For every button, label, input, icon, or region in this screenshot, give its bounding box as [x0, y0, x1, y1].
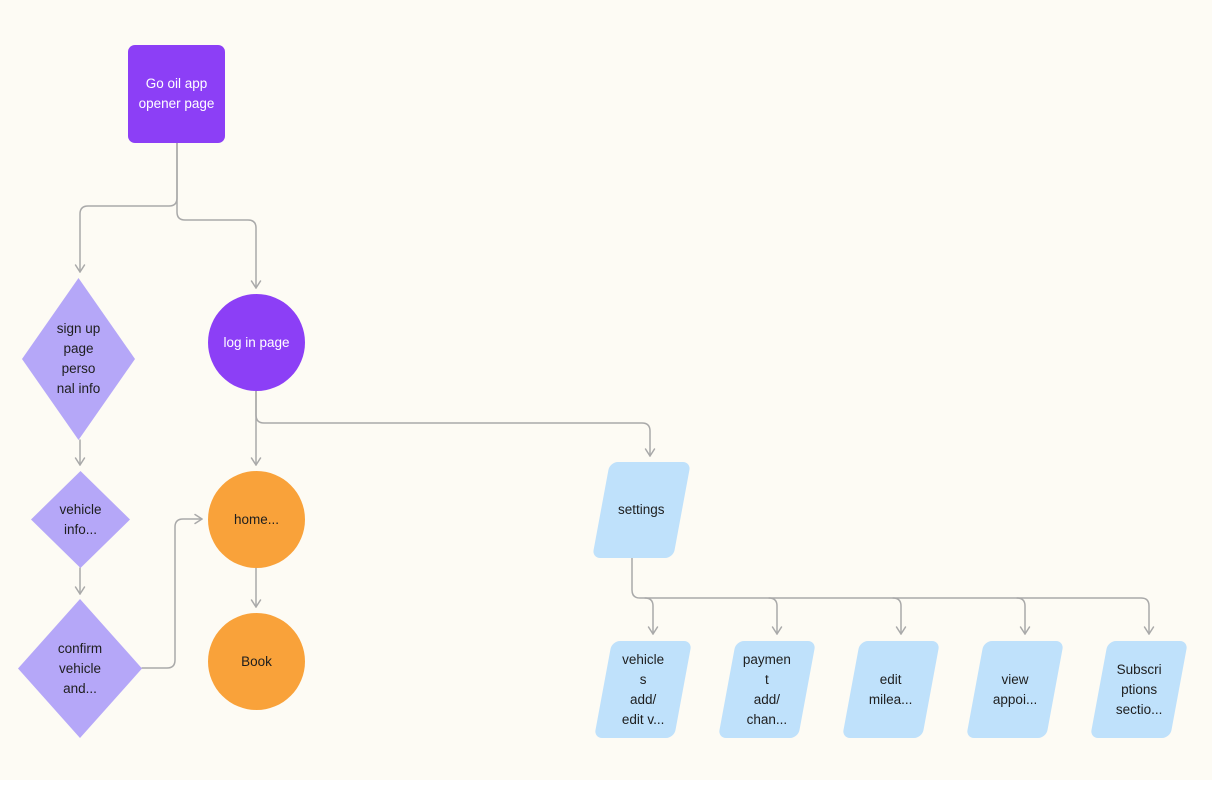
- node-book[interactable]: Book: [208, 613, 305, 710]
- node-label: settings: [618, 502, 665, 517]
- node-label: log in page: [223, 334, 290, 350]
- node-label: sign up page perso nal info: [56, 321, 101, 396]
- connector-settings-editmileage[interactable]: [892, 597, 907, 635]
- node-home[interactable]: home...: [208, 471, 305, 568]
- connector-settings-subscriptions[interactable]: [631, 557, 1155, 635]
- connector-confirm-home[interactable]: [141, 513, 203, 669]
- connector-settings-vehicles[interactable]: [644, 597, 659, 635]
- connector-opener-signup[interactable]: [74, 142, 178, 273]
- node-label: vehicle s add/ edit v...: [621, 651, 665, 727]
- node-label: home...: [233, 511, 280, 527]
- connector-login-settings[interactable]: [255, 390, 656, 457]
- node-label: Go oil app opener page: [138, 76, 215, 111]
- connector-opener-login[interactable]: [176, 142, 262, 289]
- node-label: Book: [241, 653, 272, 669]
- bottom-edge-strip: [0, 780, 1212, 786]
- node-label: edit milea...: [869, 671, 913, 707]
- node-opener-page[interactable]: Go oil app opener page: [128, 45, 225, 143]
- node-label: Subscri ptions sectio...: [1115, 661, 1163, 717]
- node-label: paymen t add/ chan...: [742, 651, 792, 727]
- node-label: confirm vehicle and...: [57, 640, 103, 696]
- connector-settings-viewappointments[interactable]: [1016, 597, 1031, 635]
- node-login-page[interactable]: log in page: [208, 294, 305, 391]
- node-label: vehicle info...: [59, 501, 102, 537]
- connector-settings-payment[interactable]: [768, 597, 783, 635]
- node-label: view appoi...: [992, 671, 1038, 707]
